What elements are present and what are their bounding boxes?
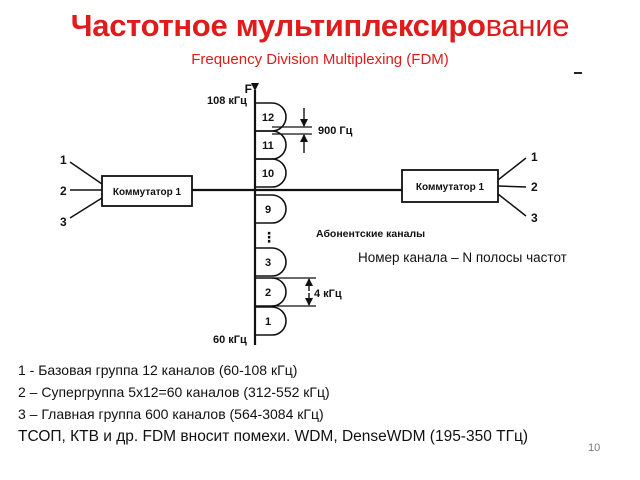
channel-12: 12 bbox=[255, 102, 287, 132]
channel-11: 11 bbox=[255, 130, 287, 160]
right-output-1: 1 bbox=[531, 150, 538, 164]
right-output-2: 2 bbox=[531, 180, 538, 194]
ellipsis-dots: ⋮ bbox=[262, 230, 276, 246]
dash-mark bbox=[574, 72, 582, 74]
right-output-lines bbox=[497, 157, 527, 217]
channel-2: 2 bbox=[255, 277, 287, 307]
band-indicator bbox=[272, 277, 316, 307]
title-light: вание bbox=[485, 8, 570, 43]
left-input-1: 1 bbox=[60, 153, 67, 167]
channel-caption: Номер канала – N полосы частот bbox=[358, 250, 567, 265]
subscriber-channels-label: Абонентские каналы bbox=[316, 228, 425, 240]
note-base-group: 1 - Базовая группа 12 каналов (60-108 кГ… bbox=[18, 362, 298, 378]
svg-text:10: 10 bbox=[262, 168, 274, 180]
channel-3: 3 bbox=[255, 247, 287, 277]
svg-text:9: 9 bbox=[265, 204, 271, 216]
slide-subtitle: Frequency Division Multiplexing (FDM) bbox=[191, 51, 449, 68]
spacing-label: 900 Гц bbox=[318, 125, 353, 137]
svg-text:3: 3 bbox=[265, 257, 271, 269]
page-number: 10 bbox=[588, 442, 601, 454]
title-bold: Частотное мультиплексиро bbox=[70, 8, 486, 43]
note-supergroup: 2 – Супергруппа 5х12=60 каналов (312-552… bbox=[18, 384, 330, 400]
slide-title: Частотное мультиплексирование bbox=[0, 8, 640, 44]
right-switch-box bbox=[401, 169, 499, 203]
right-output-3: 3 bbox=[531, 211, 538, 225]
left-input-2: 2 bbox=[60, 184, 67, 198]
axis-label-f: F bbox=[245, 82, 252, 96]
notes-list: 1 - Базовая группа 12 каналов (60-108 кГ… bbox=[18, 359, 528, 449]
bottom-frequency-label: 60 кГц bbox=[213, 334, 247, 346]
right-switch-label: Коммутатор 1 bbox=[416, 182, 485, 193]
left-input-3: 3 bbox=[60, 215, 67, 229]
channel-1: 1 bbox=[255, 306, 287, 336]
svg-text:1: 1 bbox=[265, 316, 271, 328]
left-switch-label: Коммутатор 1 bbox=[113, 187, 182, 198]
left-input-lines bbox=[69, 161, 103, 219]
spacing-indicator bbox=[272, 108, 312, 153]
note-applications: ТСОП, КТВ и др. FDM вносит помехи. WDM, … bbox=[18, 428, 529, 445]
channel-9: 9 bbox=[255, 194, 287, 224]
left-switch-box bbox=[101, 175, 193, 207]
note-main-group: 3 – Главная группа 600 каналов (564-3084… bbox=[18, 406, 324, 422]
channel-10: 10 bbox=[255, 158, 287, 188]
svg-text:11: 11 bbox=[262, 140, 274, 152]
svg-text:12: 12 bbox=[262, 112, 274, 124]
top-frequency-label: 108 кГц bbox=[207, 95, 247, 107]
band-label: 4 кГц bbox=[314, 288, 342, 300]
svg-text:2: 2 bbox=[265, 287, 271, 299]
